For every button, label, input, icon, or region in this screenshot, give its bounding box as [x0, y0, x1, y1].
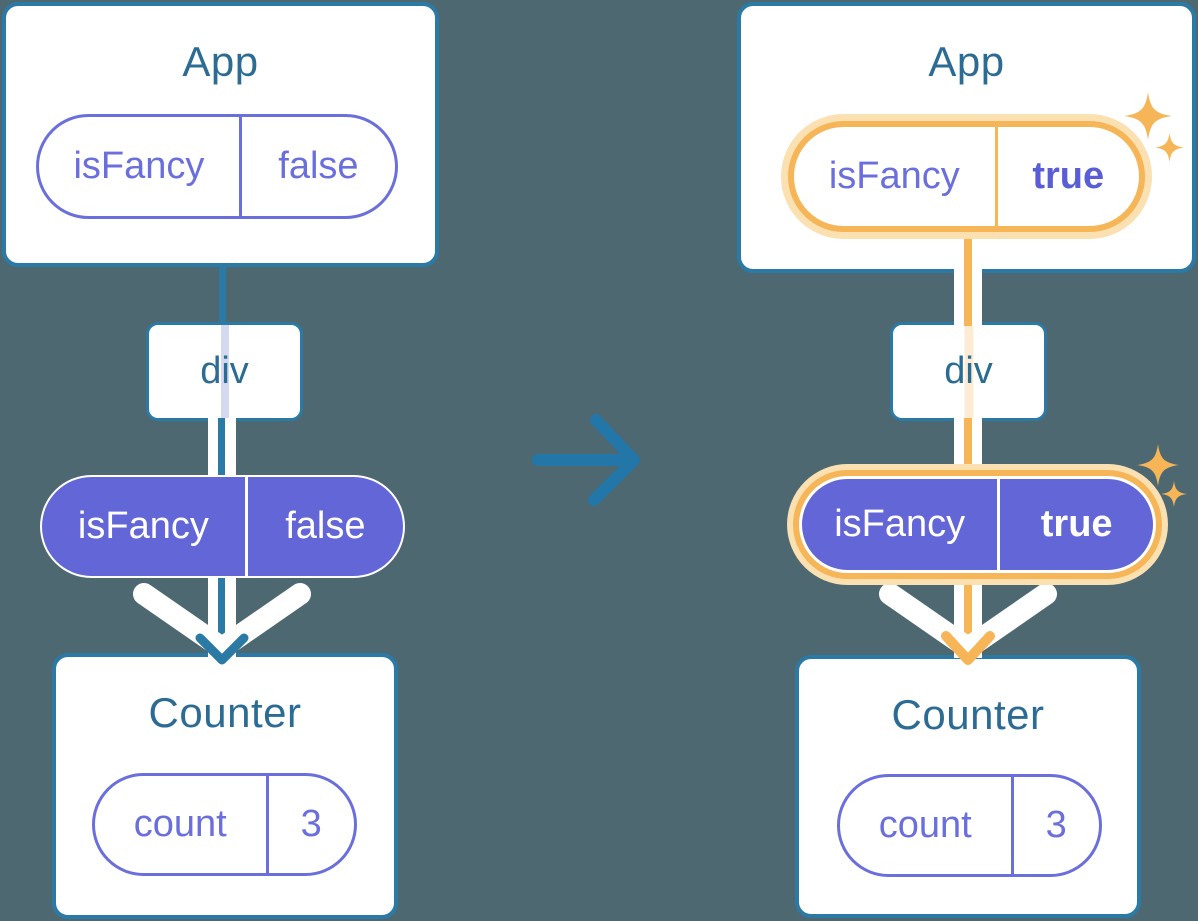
passed-prop-pill-after: isFancy true	[799, 476, 1156, 573]
state-name: count	[840, 777, 1014, 874]
prop-arrow-chevron-icon	[133, 583, 311, 659]
component-title: Counter	[148, 689, 302, 736]
state-name: count	[95, 776, 269, 873]
prop-value: true	[1040, 503, 1113, 545]
down-arrowhead-icon	[941, 631, 995, 665]
component-title: App	[928, 38, 1005, 85]
passed-prop-pill-before: isFancy false	[42, 477, 403, 576]
state-value: 3	[300, 803, 322, 845]
sparkle-icon-small	[1161, 481, 1187, 507]
state-name: isFancy	[794, 127, 998, 226]
counter-card-before: Counter count 3	[52, 653, 398, 919]
sparkle-icon-small	[1155, 133, 1184, 162]
div-node-after: div	[890, 322, 1047, 421]
state-pill-app-before: isFancy false	[36, 114, 398, 219]
prop-name: isFancy	[802, 479, 1001, 570]
div-node-before: div	[146, 322, 303, 421]
down-arrowhead-icon	[195, 633, 249, 665]
right-arrow-icon	[532, 414, 640, 506]
prop-name: isFancy	[42, 477, 248, 576]
state-line-app-to-div-after	[964, 224, 972, 326]
prop-arrow-chevron-icon	[879, 583, 1057, 659]
state-name: isFancy	[39, 117, 242, 216]
state-value: true	[1032, 155, 1105, 197]
prop-thread-line	[220, 325, 229, 418]
sparkle-icon-large	[1137, 444, 1179, 486]
state-value: 3	[1045, 804, 1067, 846]
component-title: App	[182, 38, 259, 85]
state-pill-counter-after: count 3	[837, 774, 1102, 877]
div-label: div	[944, 350, 993, 392]
prop-thread-line	[964, 325, 973, 418]
sparkle-icon-large	[1124, 92, 1172, 140]
component-title: Counter	[891, 691, 1045, 738]
state-pill-app-after: isFancy true	[788, 121, 1145, 232]
prop-value: false	[285, 505, 366, 547]
counter-card-after: Counter count 3	[795, 655, 1141, 918]
tree-edge-app-to-div-before	[219, 263, 226, 326]
state-pill-counter-before: count 3	[92, 773, 357, 876]
state-value: false	[278, 145, 359, 187]
div-label: div	[200, 350, 249, 392]
